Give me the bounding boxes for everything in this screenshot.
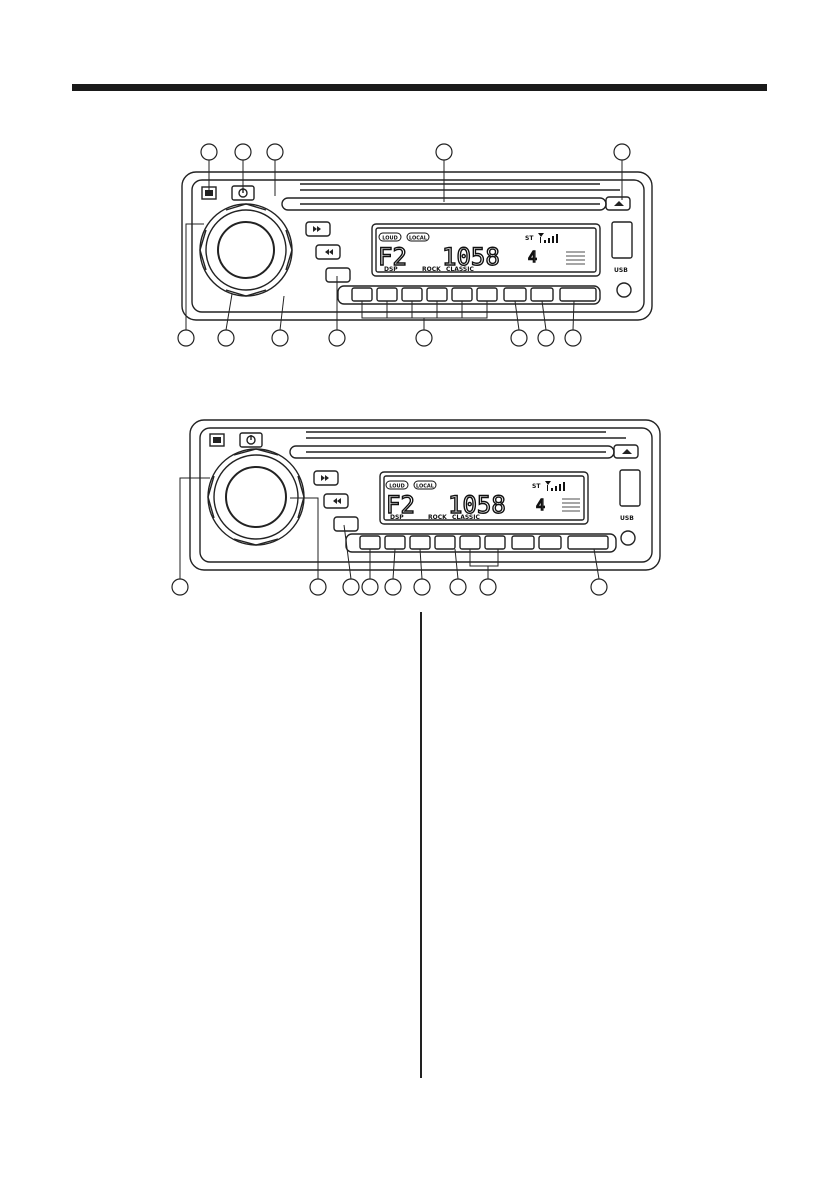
antenna-signal-icon: [545, 481, 565, 491]
frequency-display: 1058: [442, 243, 500, 271]
preset-button[interactable]: [359, 535, 381, 550]
panel-1-lcd: [371, 223, 601, 277]
dsp-indicator: DSP: [384, 266, 398, 273]
panel-1-side-button[interactable]: [325, 267, 351, 283]
callout-circle: [613, 143, 631, 161]
front-panel-1: [181, 171, 653, 321]
panel-2-button-row: [345, 533, 617, 553]
preset-button[interactable]: [384, 535, 406, 550]
dsp-indicator: DSP: [390, 514, 404, 521]
eject-icon[interactable]: [613, 444, 639, 459]
preset-display: 4: [536, 496, 545, 514]
next-track-icon[interactable]: [313, 470, 339, 486]
local-indicator: LOCAL: [416, 484, 435, 490]
callout-circle: [271, 329, 289, 347]
rock-indicator: ROCK: [428, 514, 447, 521]
antenna-signal-icon: [538, 233, 558, 243]
usb-label: USB: [614, 267, 628, 274]
band-button[interactable]: [503, 287, 527, 302]
panel-1-aux-jack: [616, 282, 632, 298]
callout-circle: [479, 578, 497, 596]
panel-2-usb-slot: [619, 469, 641, 507]
callout-circle: [384, 578, 402, 596]
usb-button[interactable]: [559, 287, 597, 302]
panel-2-body: [189, 419, 661, 571]
panel-2-side-button[interactable]: [333, 516, 359, 532]
callout-circle: [177, 329, 195, 347]
classic-indicator: CLASSIC: [446, 266, 474, 273]
callout-circle: [200, 143, 218, 161]
callout-circle: [564, 329, 582, 347]
band-display: F2: [386, 491, 415, 519]
preset-button[interactable]: [351, 287, 373, 302]
preset-button[interactable]: [484, 535, 506, 550]
local-indicator: LOCAL: [409, 236, 428, 242]
panel-1-button-row: [337, 285, 601, 305]
panel-2-callouts: [171, 578, 608, 596]
panel-2-aux-jack: [620, 530, 636, 546]
band-button[interactable]: [511, 535, 535, 550]
panel-2-lcd: [379, 471, 589, 525]
panel-2-lcd-content: LOUD LOCAL F2 1058 4 ST DSP ROCK CLASSIC: [385, 480, 580, 521]
loud-indicator: LOUD: [389, 484, 404, 490]
preset-display: 4: [528, 248, 537, 266]
callout-circle: [435, 143, 453, 161]
callout-circle: [171, 578, 189, 596]
stereo-indicator: ST: [525, 235, 534, 242]
preset-button[interactable]: [451, 287, 473, 302]
usb-label: USB: [620, 515, 634, 522]
preset-button[interactable]: [476, 287, 498, 302]
panel-1-lcd-content: LOUD LOCAL F2 1058 4 ST DSP ROCK CLASSIC: [377, 232, 585, 273]
callout-circle: [413, 578, 431, 596]
volume-knob[interactable]: [207, 448, 305, 546]
mode-button[interactable]: [530, 287, 554, 302]
panel-1-inner: [191, 179, 645, 313]
usb-button[interactable]: [567, 535, 609, 550]
classic-indicator: CLASSIC: [452, 514, 480, 521]
previous-track-icon[interactable]: [315, 244, 341, 260]
callout-circle: [217, 329, 235, 347]
volume-knob[interactable]: [199, 203, 293, 297]
callout-circle: [415, 329, 433, 347]
panel-2-leaders: [179, 477, 600, 580]
preset-button[interactable]: [459, 535, 481, 550]
callout-circle: [590, 578, 608, 596]
callout-circle: [449, 578, 467, 596]
panel-1-usb-slot: [611, 221, 633, 259]
callout-circle: [328, 329, 346, 347]
front-panel-2: [189, 419, 661, 571]
callout-circle: [361, 578, 379, 596]
band-display: F2: [378, 243, 407, 271]
preset-button[interactable]: [434, 535, 456, 550]
panel-1-callouts: [177, 143, 631, 347]
preset-button[interactable]: [409, 535, 431, 550]
next-track-icon[interactable]: [305, 221, 331, 237]
previous-track-icon[interactable]: [323, 493, 349, 509]
callout-circle: [266, 143, 284, 161]
rock-indicator: ROCK: [422, 266, 441, 273]
loud-indicator: LOUD: [382, 236, 397, 242]
callout-circle: [342, 578, 360, 596]
stereo-indicator: ST: [532, 483, 541, 490]
preset-button[interactable]: [401, 287, 423, 302]
preset-button[interactable]: [376, 287, 398, 302]
callout-circle: [309, 578, 327, 596]
top-rule: [72, 84, 767, 91]
callout-circle: [537, 329, 555, 347]
panel-2-inner: [199, 427, 653, 563]
callout-circle: [234, 143, 252, 161]
panel-1-leaders: [185, 160, 623, 331]
callout-circle: [510, 329, 528, 347]
frequency-display: 1058: [448, 491, 506, 519]
preset-button[interactable]: [426, 287, 448, 302]
mode-button[interactable]: [538, 535, 562, 550]
eject-icon[interactable]: [605, 196, 631, 211]
panel-1-body: [181, 171, 653, 321]
